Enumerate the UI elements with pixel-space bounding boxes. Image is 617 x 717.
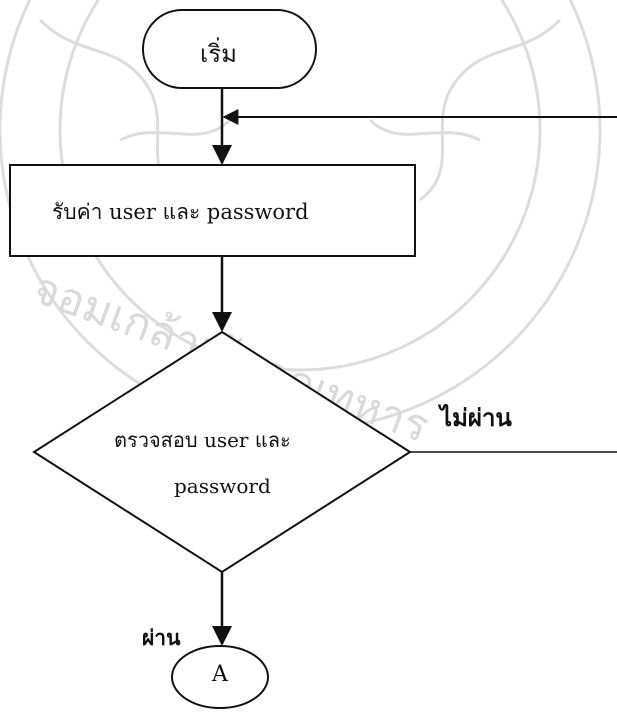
decision-label-line2: password [174,474,271,498]
start-terminator [142,9,317,89]
connector-a [171,645,269,709]
fail-label: ไม่ผ่าน [440,403,512,432]
watermark-ornament-mid-right [368,118,481,142]
watermark-ornament-right [419,18,562,202]
process-box [9,164,416,257]
connector-label: A [212,662,228,687]
watermark-ornament-mid-left [119,118,232,142]
process-label: รับค่า user และ password [52,200,309,224]
decision-label-line1: ตรวจสอบ user และ [114,428,291,452]
pass-label: ผ่าน [142,625,181,650]
watermark-inner-ring [58,0,542,372]
start-label: เริ่ม [200,40,237,68]
